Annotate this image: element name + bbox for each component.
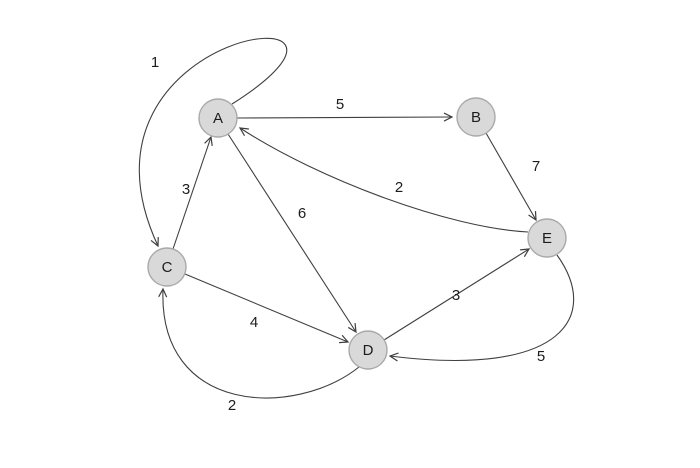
edge-e-a-curve bbox=[238, 127, 529, 233]
edge-e-a-weight: 2 bbox=[395, 179, 403, 196]
edge-e-d-weight: 5 bbox=[537, 348, 545, 365]
node-e: E bbox=[527, 218, 567, 258]
edge-d-c-curve bbox=[158, 287, 360, 399]
node-a-label: A bbox=[213, 110, 223, 127]
edge-c-d-line bbox=[184, 273, 350, 344]
edge-a-b-line bbox=[236, 112, 454, 122]
node-c: C bbox=[147, 247, 187, 287]
node-e-circle bbox=[527, 218, 567, 258]
edge-a-d-weight: 6 bbox=[298, 205, 306, 222]
edge-c-a-line bbox=[172, 135, 213, 250]
edge-b-e-line bbox=[485, 132, 537, 222]
edge-a-c-weight: 1 bbox=[151, 54, 159, 71]
edge-a-c-curve bbox=[138, 37, 288, 248]
edge-d-e-line bbox=[383, 248, 531, 341]
node-d: D bbox=[348, 330, 388, 370]
node-d-label: D bbox=[363, 342, 374, 359]
node-c-label: C bbox=[162, 259, 173, 276]
edge-d-c-weight: 2 bbox=[228, 397, 236, 414]
edge-e-d-curve bbox=[388, 254, 574, 362]
edge-b-e-weight: 7 bbox=[532, 158, 540, 175]
node-b-circle bbox=[456, 97, 496, 137]
node-a-circle bbox=[198, 98, 238, 138]
edge-c-a-weight: 3 bbox=[182, 181, 190, 198]
edge-a-b-weight: 5 bbox=[336, 96, 344, 113]
node-b-label: B bbox=[471, 109, 481, 126]
node-e-label: E bbox=[542, 230, 552, 247]
node-d-circle bbox=[348, 330, 388, 370]
node-c-circle bbox=[147, 247, 187, 287]
node-b: B bbox=[456, 97, 496, 137]
edge-d-e-weight: 3 bbox=[452, 287, 460, 304]
edge-c-d-weight: 4 bbox=[250, 314, 258, 331]
node-a: A bbox=[198, 98, 238, 138]
edge-a-d-line bbox=[227, 133, 357, 334]
